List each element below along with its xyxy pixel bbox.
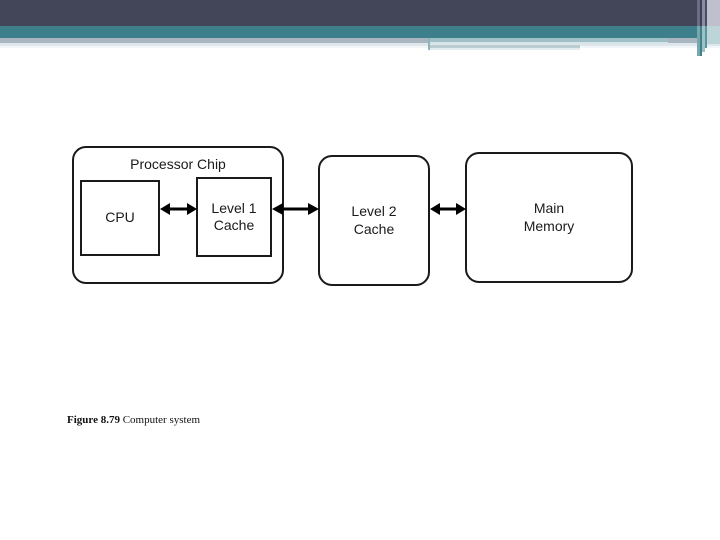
main-memory-label-line2: Memory <box>523 217 575 234</box>
header-vstripe-low-1 <box>697 26 700 56</box>
figure-caption-number: Figure 8.79 <box>67 414 120 426</box>
header-accent-bar-short-shadow <box>428 48 580 50</box>
arrow-level-1-cache-to-level-2-cache <box>272 203 319 215</box>
main-memory-box: Main Memory <box>465 152 633 283</box>
header-vstripe-low-3 <box>702 26 705 52</box>
level-1-cache-label-line2: Cache <box>213 217 255 233</box>
arrow-level-2-cache-to-main-memory <box>430 203 466 215</box>
header-accent-bar-long <box>428 38 668 42</box>
header-band-dark <box>0 0 720 26</box>
figure-caption: Figure 8.79 Computer system <box>67 414 200 426</box>
level-2-cache-label-line2: Cache <box>353 220 395 237</box>
header-vstripe-2 <box>700 0 702 44</box>
level-1-cache-label-line1: Level 1 <box>211 199 257 216</box>
arrow-cpu-to-level-1-cache <box>160 203 197 215</box>
figure-caption-text: Computer system <box>119 414 201 426</box>
header-vstripe-low-5 <box>707 26 720 44</box>
header-band-pale <box>0 43 720 46</box>
processor-chip-label: Processor Chip <box>130 156 226 172</box>
level-2-cache-label: Level 2 Cache <box>351 203 396 238</box>
header-band-teal <box>0 26 720 38</box>
cpu-label: CPU <box>105 209 135 226</box>
header-band-steel <box>0 38 720 43</box>
level-1-cache-box: Level 1 Cache <box>196 177 272 257</box>
cpu-box: CPU <box>80 180 160 256</box>
level-2-cache-label-line1: Level 2 <box>351 203 397 219</box>
level-2-cache-box: Level 2 Cache <box>318 155 430 286</box>
header-accent-bar-short <box>428 45 580 48</box>
main-memory-label: Main Memory <box>524 200 575 235</box>
main-memory-label-line1: Main <box>533 200 565 216</box>
header-vstripe-low-2 <box>700 26 702 56</box>
slide-header-decoration <box>0 0 720 56</box>
level-1-cache-label: Level 1 Cache <box>211 200 256 235</box>
header-vstripe-4 <box>705 0 707 44</box>
header-band-faint <box>0 46 720 48</box>
header-vstripe-low-4 <box>705 26 707 48</box>
header-accent-bar-long-shadow <box>428 42 668 44</box>
header-accent-bar-tick <box>428 38 430 50</box>
header-vstripe-3 <box>702 0 705 44</box>
header-vstripe-1 <box>697 0 700 44</box>
